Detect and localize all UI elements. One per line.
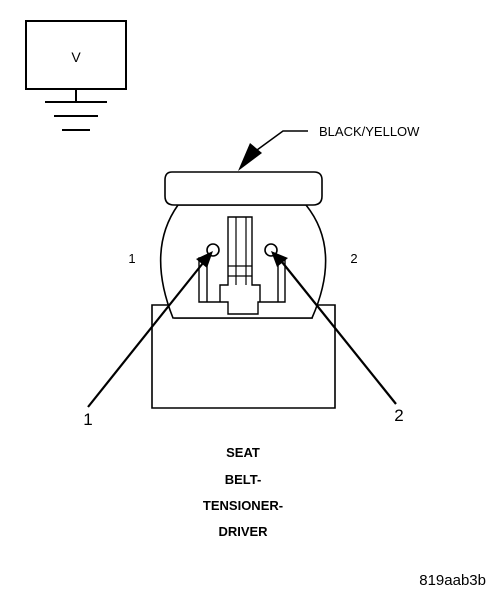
wire-color-callout: BLACK/YELLOW — [238, 124, 420, 171]
title-line-2: BELT- — [225, 472, 262, 487]
voltmeter-label: V — [71, 49, 81, 65]
connector-middle-body — [159, 204, 327, 319]
pointer-1-shaft — [87, 262, 204, 408]
cavity-pointers: 1 2 — [83, 251, 404, 429]
figure-id: 819aab3b — [419, 572, 486, 589]
connector-lock-slot — [198, 216, 286, 315]
component-title: SEAT BELT- TENSIONER- DRIVER — [203, 445, 283, 539]
pointer-1-label: 1 — [83, 410, 92, 429]
wire-color-label: BLACK/YELLOW — [319, 124, 420, 139]
voltmeter-symbol: V — [25, 20, 127, 131]
title-line-3: TENSIONER- — [203, 498, 283, 513]
pointer-1-arrowhead — [196, 251, 213, 268]
title-line-1: SEAT — [226, 445, 260, 460]
pointer-2-label: 2 — [394, 406, 403, 425]
pointer-2-shaft — [281, 261, 397, 405]
callout-arrowhead — [238, 143, 262, 171]
cavity-1-number: 1 — [128, 251, 135, 266]
connector-top-cap — [164, 171, 323, 206]
connector: 1 2 — [128, 171, 358, 409]
callout-leader — [256, 130, 308, 151]
pointer-2-arrowhead — [271, 251, 288, 267]
cavity-2-number: 2 — [350, 251, 357, 266]
connector-lower-housing — [151, 304, 336, 409]
title-line-4: DRIVER — [218, 524, 268, 539]
